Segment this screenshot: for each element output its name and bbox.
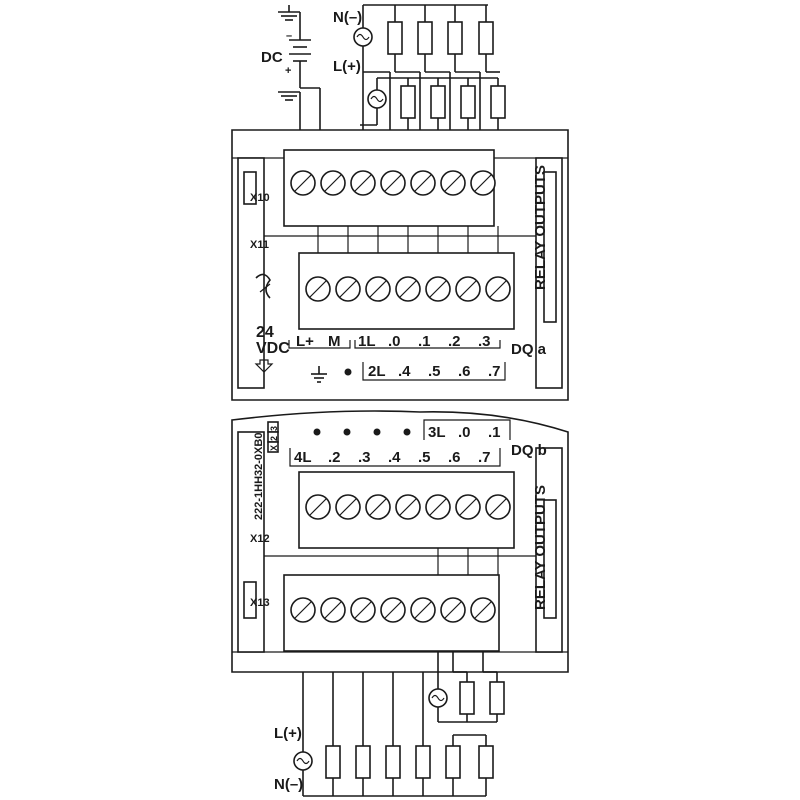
- x13-label: X13: [250, 597, 270, 609]
- top-wiring: – DC + N(–) L(+): [261, 4, 506, 150]
- term-a-1: M: [328, 333, 341, 350]
- term-a2-1: .4: [398, 363, 411, 380]
- relay-outputs-a-label: RELAY OUTPUTS: [532, 165, 549, 290]
- x10-label: X10: [250, 192, 270, 204]
- term-a-5: .2: [448, 333, 461, 350]
- svg-text:2: 2: [269, 436, 279, 441]
- l-bottom-label: L(+): [274, 725, 302, 742]
- term-a2-2: .5: [428, 363, 441, 380]
- term-b-2: .1: [488, 424, 501, 441]
- ground-icon: [311, 366, 327, 383]
- dq-b-label: DQ b: [511, 442, 547, 459]
- term-b2-0: 4L: [294, 449, 312, 466]
- voltage-vdc-label: VDC: [256, 340, 290, 357]
- right-clip-b: [543, 499, 557, 619]
- x12-screws: [305, 494, 511, 520]
- voltage-24-label: 24: [256, 324, 274, 341]
- term-a-0: L+: [296, 333, 314, 350]
- version-boxes: 3 2 X: [267, 421, 279, 453]
- l-top-label: L(+): [333, 58, 361, 75]
- right-clip-a: [543, 171, 557, 323]
- battery-minus-label: –: [286, 30, 292, 42]
- x10-screws: [290, 170, 496, 196]
- dc-battery-symbol: [289, 39, 311, 62]
- x11-screws: [305, 276, 511, 302]
- x13-screws: [290, 597, 496, 623]
- term-a2-0: 2L: [368, 363, 386, 380]
- svg-text:X: X: [269, 445, 279, 451]
- dc-label: DC: [261, 49, 283, 66]
- term-a-6: .3: [478, 333, 491, 350]
- module-b: 222-1HH32-0XB0 3 2 X X12 X13 3L .0 .1 DQ…: [231, 410, 569, 673]
- unused-dot-4: [403, 428, 411, 436]
- n-bottom-label: N(–): [274, 776, 303, 793]
- term-b-0: 3L: [428, 424, 446, 441]
- x11-label: X11: [250, 239, 269, 251]
- term-a2-4: .7: [488, 363, 501, 380]
- x12-label: X12: [250, 533, 270, 545]
- module-a: X10 X11: [231, 129, 569, 401]
- unused-terminal-dot: [344, 368, 352, 376]
- term-b2-1: .2: [328, 449, 341, 466]
- arrow-down-icon: [254, 359, 274, 373]
- bottom-wiring: L(+) N(–): [274, 652, 505, 797]
- x10-clip: [243, 171, 257, 205]
- x13-clip: [243, 581, 257, 619]
- term-b-1: .0: [458, 424, 471, 441]
- term-b2-5: .6: [448, 449, 461, 466]
- term-b2-2: .3: [358, 449, 371, 466]
- dq-a-label: DQ a: [511, 341, 547, 358]
- part-number-label: 222-1HH32-0XB0: [253, 433, 265, 520]
- svg-text:3: 3: [269, 426, 279, 431]
- top-loads-row1: [387, 5, 494, 72]
- relay-outputs-b-label: RELAY OUTPUTS: [532, 485, 549, 610]
- term-a-4: .1: [418, 333, 431, 350]
- term-a2-3: .6: [458, 363, 471, 380]
- ground-symbol-lower: [278, 91, 300, 101]
- ground-symbol-top: [278, 5, 300, 21]
- term-b2-4: .5: [418, 449, 431, 466]
- s7-logo-icon: [255, 273, 271, 299]
- unused-dot-2: [343, 428, 351, 436]
- term-a-3: .0: [388, 333, 401, 350]
- term-b2-6: .7: [478, 449, 491, 466]
- term-a-2: 1L: [358, 333, 376, 350]
- unused-dot-1: [313, 428, 321, 436]
- term-b2-3: .4: [388, 449, 401, 466]
- battery-plus-label: +: [285, 65, 291, 77]
- n-top-label: N(–): [333, 9, 362, 26]
- unused-dot-3: [373, 428, 381, 436]
